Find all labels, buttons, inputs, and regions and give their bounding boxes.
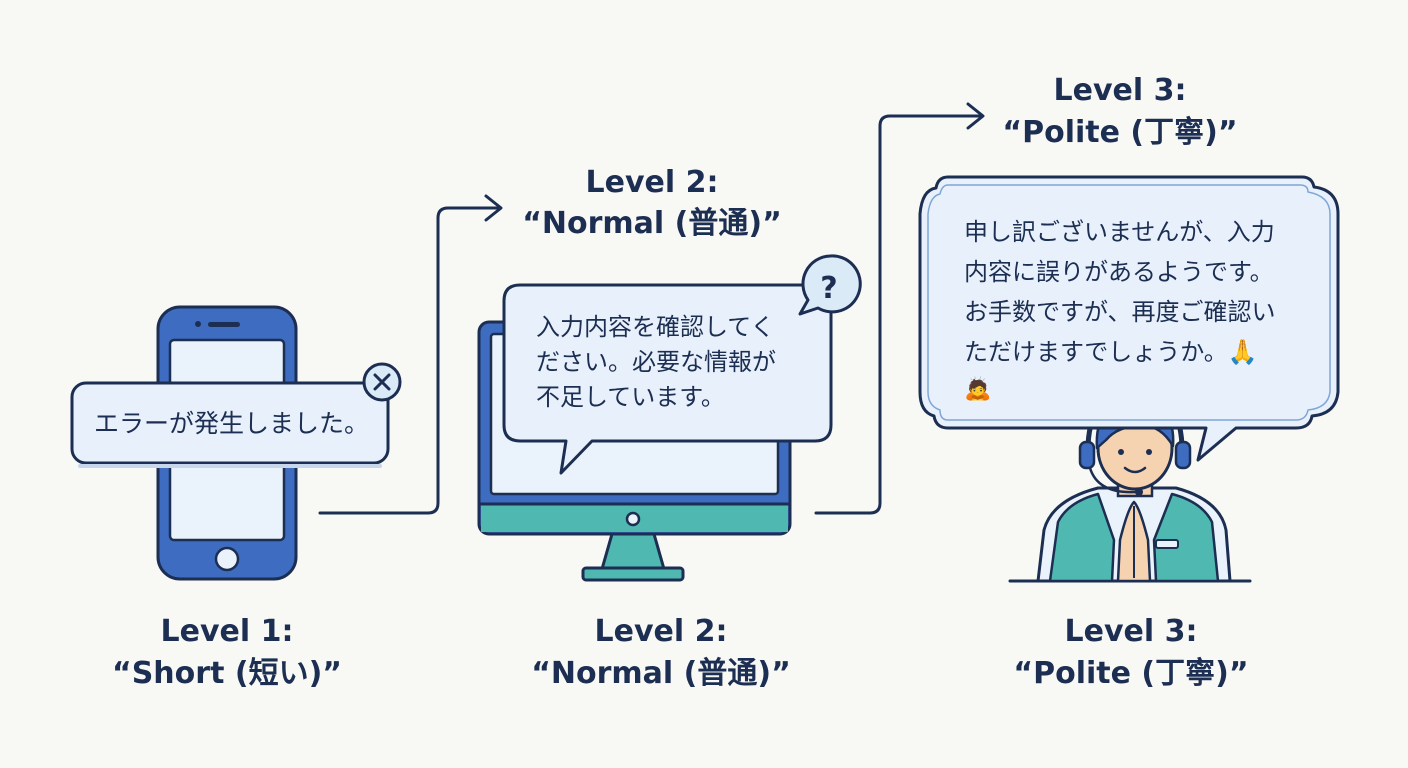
top-level-3-name: “Polite (丁寧)” <box>1002 115 1237 150</box>
short-message-bubble: エラーが発生しました。 <box>70 381 390 468</box>
top-label-level-2: Level 2: “Normal (普通)” <box>522 165 782 241</box>
top-level-3-number: Level 3: <box>1054 73 1187 108</box>
normal-message-line-3: 不足しています。 <box>536 383 725 411</box>
connector-arrow-2-to-3 <box>814 102 985 515</box>
top-level-2-number: Level 2: <box>586 165 719 200</box>
level-1-name: “Short (短い)” <box>112 656 342 691</box>
normal-message-line-2: ださい。必要な情報が <box>536 348 776 376</box>
close-icon <box>362 362 402 402</box>
question-glyph: ? <box>820 271 837 306</box>
question-icon: ? <box>798 254 862 316</box>
top-label-level-3: Level 3: “Polite (丁寧)” <box>1002 73 1237 150</box>
top-level-2-name: “Normal (普通)” <box>522 206 782 241</box>
polite-message-line-5: 🙇 <box>964 376 991 402</box>
level-3-number: Level 3: <box>1065 614 1198 649</box>
connector-arrow-1-to-2 <box>318 194 503 515</box>
level-2-name: “Normal (普通)” <box>531 656 791 691</box>
level-1-number: Level 1: <box>161 614 294 649</box>
bottom-label-level-1: Level 1: “Short (短い)” <box>112 614 342 691</box>
polite-message-line-4: ただけますでしょうか。🙏 <box>964 338 1258 366</box>
polite-message-bubble: 申し訳ございませんが、入力 内容に誤りがあるようです。 お手数ですが、再度ご確認… <box>918 175 1340 462</box>
normal-message-line-1: 入力内容を確認してく <box>536 313 775 341</box>
polite-message-line-1: 申し訳ございませんが、入力 <box>964 218 1275 246</box>
bottom-label-level-3: Level 3: “Polite (丁寧)” <box>1013 614 1248 691</box>
normal-message-bubble: 入力内容を確認してく ださい。必要な情報が 不足しています。 <box>502 283 833 475</box>
short-message-text: エラーが発生しました。 <box>94 409 369 438</box>
level-2-number: Level 2: <box>595 614 728 649</box>
level-3-name: “Polite (丁寧)” <box>1013 656 1248 691</box>
polite-message-line-3: お手数ですが、再度ご確認い <box>964 298 1276 326</box>
bottom-label-level-2: Level 2: “Normal (普通)” <box>531 614 791 691</box>
polite-message-line-2: 内容に誤りがあるようです。 <box>964 258 1274 286</box>
